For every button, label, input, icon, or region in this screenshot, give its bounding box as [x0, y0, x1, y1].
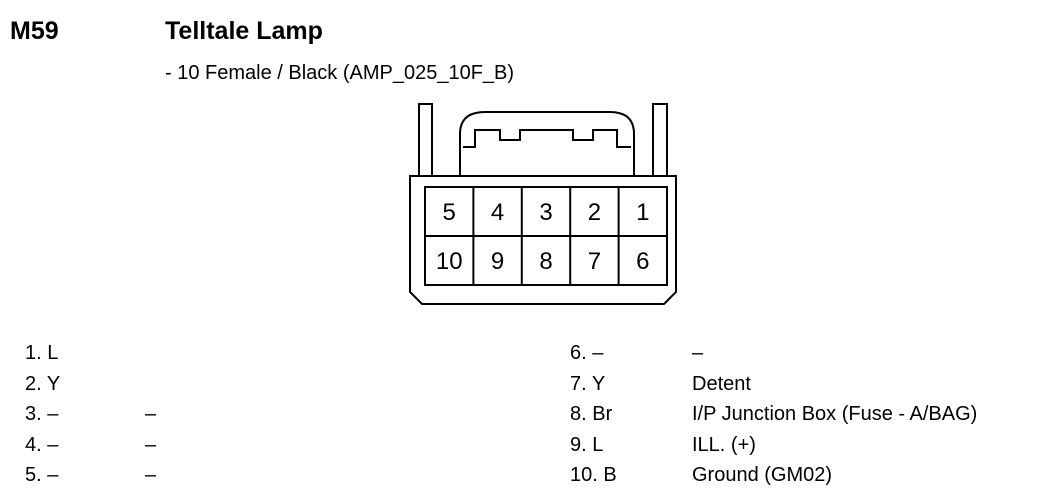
pin-row: 7. Y Detent	[570, 369, 977, 400]
pin-row: 6. – –	[570, 338, 977, 369]
pin-description: Ground (GM02)	[692, 464, 833, 486]
pin-description: –	[145, 464, 157, 486]
pin-row: 3. – –	[25, 399, 156, 430]
pin-row: 2. Y	[25, 369, 156, 400]
pin-description: –	[145, 403, 157, 425]
pin-cell-label: 4	[491, 199, 504, 226]
pin-cell-label: 9	[491, 248, 504, 275]
housing-key-outline	[463, 129, 631, 148]
pin-list-left: 1. L 2. Y 3. – – 4. – – 5. – –	[25, 338, 156, 491]
pin-list-right: 6. – – 7. Y Detent 8. Br I/P Junction Bo…	[570, 338, 977, 491]
pin-description: I/P Junction Box (Fuse - A/BAG)	[692, 403, 978, 425]
pin-number: 8. Br	[570, 403, 613, 425]
left-latch-outline	[418, 103, 433, 176]
pin-description: –	[145, 433, 157, 456]
pin-cell-label: 8	[539, 248, 552, 275]
pin-number: 10. B	[570, 464, 617, 486]
pin-cell-label: 5	[443, 199, 456, 226]
pin-cell-label: 2	[588, 199, 601, 226]
pin-cell-label: 7	[588, 248, 601, 275]
pin-description: Detent	[692, 372, 751, 395]
pin-number: 4. –	[25, 433, 59, 456]
pin-number: 3. –	[25, 403, 59, 425]
pin-row: 4. – –	[25, 430, 156, 461]
pin-number: 9. L	[570, 433, 604, 456]
pin-number: 5. –	[25, 464, 59, 486]
pin-cell-label: 3	[539, 199, 552, 226]
pin-cell-label: 1	[636, 199, 649, 226]
connector-title: Telltale Lamp	[165, 17, 323, 45]
connector-body-outline	[409, 175, 677, 305]
pin-row: 5. – –	[25, 460, 156, 491]
pin-row: 10. B Ground (GM02)	[570, 460, 977, 491]
pin-number: 7. Y	[570, 372, 606, 395]
pin-cell-label: 10	[436, 248, 463, 275]
pin-description: –	[692, 342, 704, 364]
pin-cell-label: 6	[636, 248, 649, 275]
connector-id: M59	[10, 17, 59, 45]
pin-number: 2. Y	[25, 372, 61, 395]
right-latch-outline	[652, 103, 668, 176]
pin-row: 9. L ILL. (+)	[570, 430, 977, 461]
pin-row: 8. Br I/P Junction Box (Fuse - A/BAG)	[570, 399, 977, 430]
connector-subtitle: - 10 Female / Black (AMP_025_10F_B)	[165, 62, 515, 84]
pin-description: ILL. (+)	[692, 433, 756, 456]
pin-number: 6. –	[570, 342, 604, 364]
pin-row: 1. L	[25, 338, 156, 369]
pin-number: 1. L	[25, 342, 59, 364]
housing-top-outline	[459, 111, 635, 176]
